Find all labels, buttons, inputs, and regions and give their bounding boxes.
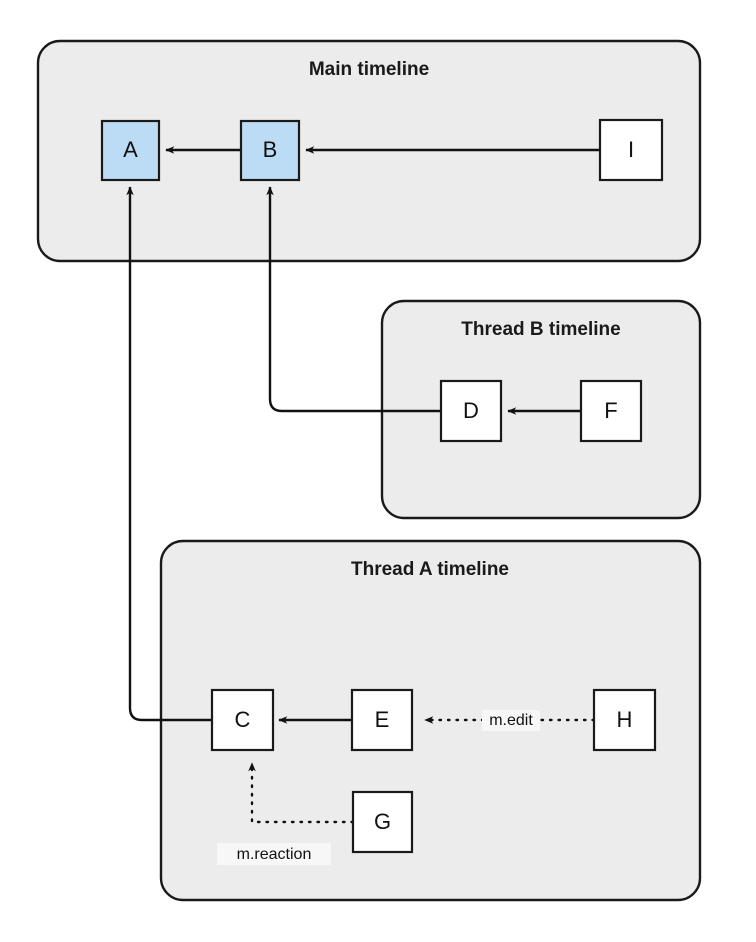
node-D[interactable]: D bbox=[439, 379, 503, 443]
group-thread-a-timeline-title: Thread A timeline bbox=[351, 559, 509, 580]
node-F[interactable]: F bbox=[579, 379, 643, 443]
edge-label-m-edit: m.edit bbox=[482, 710, 540, 731]
edge-c-to-a[interactable] bbox=[126, 186, 212, 722]
node-E-label: E bbox=[375, 707, 390, 732]
node-A[interactable]: A bbox=[100, 119, 161, 182]
node-I-label: I bbox=[628, 137, 634, 162]
edge-label-m-reaction: m.reaction bbox=[217, 843, 331, 865]
node-A-label: A bbox=[123, 137, 138, 162]
node-D-box bbox=[439, 379, 503, 443]
node-I-box bbox=[598, 118, 664, 182]
node-G-label: G bbox=[374, 809, 391, 834]
group-thread-b-timeline[interactable]: Thread B timeline bbox=[380, 299, 702, 520]
node-C[interactable]: C bbox=[210, 688, 275, 752]
node-I[interactable]: I bbox=[598, 118, 664, 182]
node-H-label: H bbox=[617, 707, 633, 732]
node-A-box bbox=[100, 119, 161, 182]
node-F-box bbox=[579, 379, 643, 443]
node-D-label: D bbox=[463, 398, 479, 423]
node-F-label: F bbox=[604, 398, 617, 423]
edge-label-m-edit-bg bbox=[482, 710, 540, 731]
group-main-timeline-title: Main timeline bbox=[309, 59, 429, 80]
group-thread-b-timeline-title: Thread B timeline bbox=[461, 319, 620, 340]
node-C-box bbox=[210, 688, 275, 752]
edge-label-m-reaction-bg bbox=[217, 843, 331, 865]
node-G-box bbox=[351, 790, 414, 854]
edge-g-to-c[interactable] bbox=[248, 761, 355, 824]
group-thread-b-timeline-box bbox=[380, 299, 702, 520]
node-B-box bbox=[239, 119, 301, 182]
edge-d-to-b[interactable] bbox=[266, 186, 441, 413]
node-H-box bbox=[592, 688, 657, 752]
node-G[interactable]: G bbox=[351, 790, 414, 854]
node-C-label: C bbox=[235, 707, 251, 732]
node-H[interactable]: H bbox=[592, 688, 657, 752]
node-B-label: B bbox=[263, 137, 278, 162]
node-E[interactable]: E bbox=[350, 688, 414, 752]
node-B[interactable]: B bbox=[239, 119, 301, 182]
node-E-box bbox=[350, 688, 414, 752]
edge-label-m-reaction-text: m.reaction bbox=[237, 846, 312, 863]
edge-label-m-edit-text: m.edit bbox=[489, 712, 533, 729]
